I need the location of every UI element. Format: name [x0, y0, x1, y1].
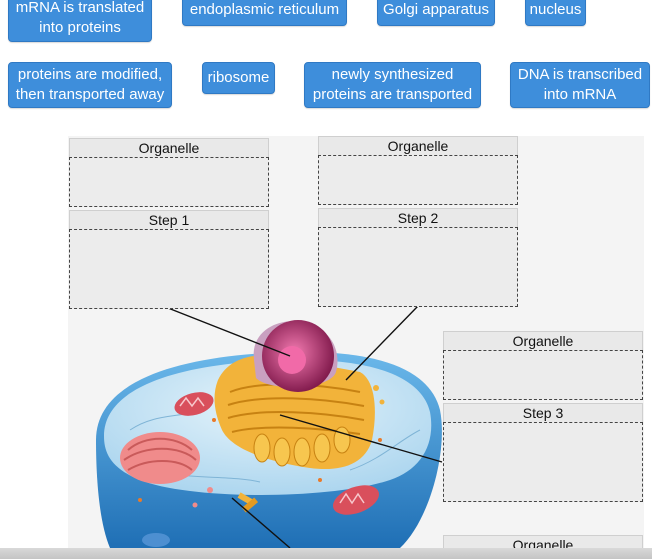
bottom-scroll-bar[interactable] [0, 548, 652, 559]
tile-proteins-modified[interactable]: proteins are modified, then transported … [8, 62, 172, 108]
tile-nucleus[interactable]: nucleus [525, 0, 586, 26]
zone1-step-header: Step 1 [69, 210, 269, 230]
zone3-organelle-drop[interactable] [443, 350, 643, 400]
pink-golgi-shape [120, 432, 213, 508]
zone2-step-drop[interactable] [318, 227, 518, 307]
zone2-organelle-header: Organelle [318, 136, 518, 156]
connector-lines [167, 305, 443, 549]
centriole-shape [237, 492, 259, 513]
tile-golgi-apparatus[interactable]: Golgi apparatus [377, 0, 495, 26]
zone2-step-header: Step 2 [318, 208, 518, 228]
tile-proteins-transported[interactable]: newly synthesized proteins are transport… [304, 62, 481, 108]
zone1-organelle-header: Organelle [69, 138, 269, 158]
tile-dna-transcribed[interactable]: DNA is transcribed into mRNA [510, 62, 650, 108]
zone1-organelle-drop[interactable] [69, 157, 269, 207]
zone1-step-drop[interactable] [69, 229, 269, 309]
zone3-step-drop[interactable] [443, 422, 643, 502]
tile-endoplasmic-reticulum[interactable]: endoplasmic reticulum [182, 0, 347, 26]
zone2-organelle-drop[interactable] [318, 155, 518, 205]
zone3-step-header: Step 3 [443, 403, 643, 423]
ribosome-dots [138, 418, 382, 502]
golgi-apparatus-shape [214, 355, 385, 470]
tile-mrna-translated[interactable]: mRNA is translated into proteins [8, 0, 152, 42]
tile-ribosome[interactable]: ribosome [202, 62, 275, 94]
mitochondrion-shape [142, 392, 379, 547]
nucleus-shape [253, 320, 338, 392]
zone3-organelle-header: Organelle [443, 331, 643, 351]
